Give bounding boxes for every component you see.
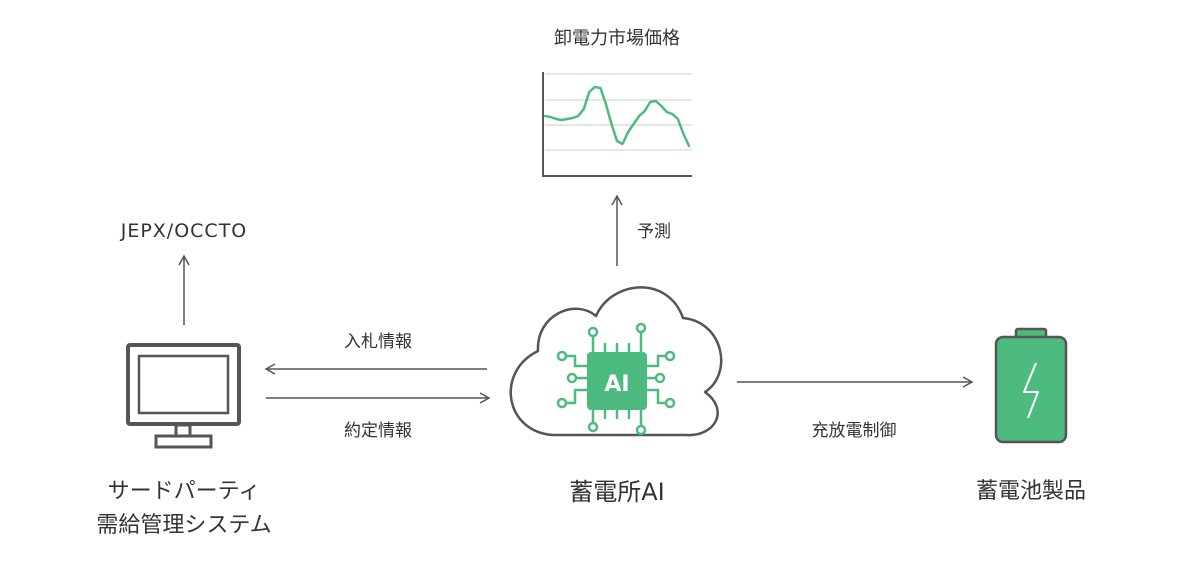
monitor-neck (174, 423, 192, 438)
chart-title: 卸電力市場価格 (554, 28, 680, 49)
charge-control-label: 充放電制御 (812, 421, 897, 441)
forecast-label: 予測 (637, 222, 671, 242)
price-chart: 卸電力市場価格 (542, 28, 692, 177)
third-party-label-line1: サードパーティ (108, 479, 261, 504)
price-series-line (543, 85, 691, 148)
ai-name-label: 蓄電所AI (569, 478, 665, 506)
jepx-occto-label: JEPX/OCCTO (120, 220, 248, 242)
third-party-label-line2: 需給管理システム (96, 513, 271, 538)
ai-chip-label: AI (604, 372, 629, 397)
battery-body (994, 335, 1068, 444)
battery-product-label: 蓄電池製品 (976, 479, 1086, 504)
lightning-icon (1023, 362, 1039, 419)
contract-info-label: 約定情報 (344, 421, 412, 441)
chart-axes (542, 72, 692, 177)
cloud-outline (509, 286, 723, 437)
monitor-icon (126, 343, 241, 449)
battery-icon (994, 327, 1068, 444)
ai-chip-body (587, 352, 647, 410)
monitor-base (154, 434, 213, 449)
bid-info-label: 入札情報 (344, 332, 412, 352)
monitor-screen (137, 354, 230, 415)
cloud-icon (509, 286, 723, 437)
